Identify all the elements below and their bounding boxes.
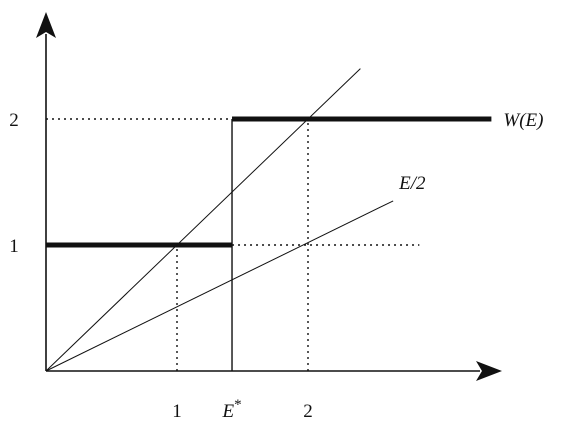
- axes: [36, 12, 502, 381]
- series-label-w: W(E): [503, 110, 543, 131]
- series-label-e-half: E/2: [398, 173, 426, 194]
- x-tick-label-1: 1: [172, 401, 182, 422]
- series-line-3: [45, 200, 394, 372]
- y-axis-arrowhead: [36, 12, 56, 38]
- series-lines: [45, 68, 492, 372]
- x-tick-label-2: E*: [221, 397, 241, 422]
- y-tick-label-2: 2: [9, 110, 19, 131]
- series-line-2: [45, 68, 361, 372]
- reference-lines: [46, 118, 420, 371]
- x-axis-arrowhead: [476, 361, 502, 381]
- y-tick-label-1: 1: [9, 236, 19, 257]
- x-tick-label-3: 2: [303, 401, 313, 422]
